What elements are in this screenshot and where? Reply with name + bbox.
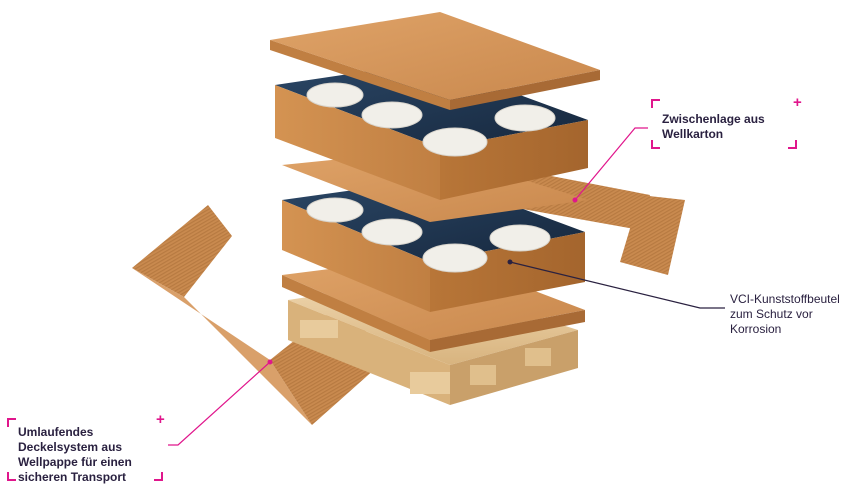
callout-vci-line: Korrosion xyxy=(730,322,782,336)
lower-parts xyxy=(306,197,551,273)
corner-bracket-icon xyxy=(651,99,797,149)
callout-interlayer: Zwischenlage aus Wellkarton xyxy=(662,112,765,142)
callout-wraparound-line: Wellpappe für einen xyxy=(18,455,132,469)
callout-vci-line: VCI-Kunststoffbeutel xyxy=(730,292,840,306)
sleeve-left-flap xyxy=(132,205,232,297)
plus-icon: + xyxy=(156,411,165,428)
lid-sheet xyxy=(270,12,600,110)
callout-interlayer-line: Zwischenlage aus xyxy=(662,112,765,126)
plus-icon: + xyxy=(793,94,802,111)
callout-vci-line: zum Schutz vor xyxy=(730,307,813,321)
callout-wraparound-line: Deckelsystem aus xyxy=(18,440,123,454)
callout-wraparound-line: Umlaufendes xyxy=(18,425,94,439)
leader-interlayer xyxy=(574,127,648,201)
callout-wraparound: Umlaufendes Deckelsystem aus Wellpappe f… xyxy=(18,425,132,485)
sleeve-left-band xyxy=(132,268,312,425)
callout-vci-bag: VCI-Kunststoffbeutel zum Schutz vor Korr… xyxy=(730,292,840,337)
leader-wraparound xyxy=(168,361,271,446)
sleeve-right-flap xyxy=(620,195,685,275)
callout-wraparound-line: sicheren Transport xyxy=(18,470,127,484)
leader-vci xyxy=(509,261,725,309)
callout-interlayer-line: Wellkarton xyxy=(662,127,724,141)
upper-parts xyxy=(306,82,556,157)
upper-box xyxy=(275,62,588,200)
corner-bracket-icon xyxy=(7,418,163,481)
